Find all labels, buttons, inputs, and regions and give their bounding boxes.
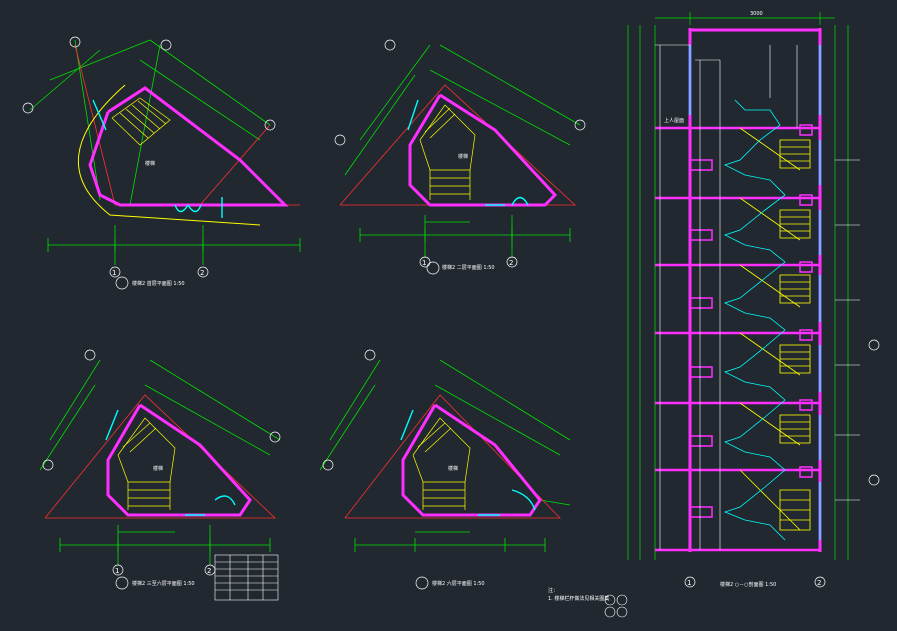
second-axis-1: 1 bbox=[422, 259, 426, 267]
plan-top: 楼梯 楼梯2 六层平面图 1:50 bbox=[319, 349, 571, 590]
third-axis-2: 2 bbox=[207, 567, 211, 575]
third-room-label: 楼梯 bbox=[153, 465, 163, 472]
plan-ground: 1 2 楼梯 楼梯2 首层平面图 1:50 bbox=[22, 36, 301, 290]
notes-line-1: 1. 楼梯栏杆做法见相关图集 bbox=[548, 595, 609, 602]
ground-room-label: 楼梯 bbox=[145, 160, 155, 167]
second-axis-2: 2 bbox=[509, 259, 513, 267]
section-axis-2: 2 bbox=[817, 579, 821, 587]
second-plan-title: 楼梯2 二层平面图 1:50 bbox=[442, 264, 495, 271]
notes-heading: 注： bbox=[548, 587, 558, 594]
plan-third: 1 2 楼梯 楼梯2 三至六层平面图 1:50 bbox=[39, 349, 281, 590]
section-title: 楼梯2 ○－○剖面图 1:50 bbox=[720, 581, 776, 588]
section-elevation: 3000 bbox=[627, 11, 880, 588]
ground-axis-2: 2 bbox=[200, 269, 204, 277]
section-axis-1: 1 bbox=[687, 579, 691, 587]
ground-plan-title: 楼梯2 首层平面图 1:50 bbox=[132, 280, 185, 287]
top-room-label: 楼梯 bbox=[448, 465, 458, 472]
second-room-label: 楼梯 bbox=[458, 153, 468, 160]
plan-second: 1 2 楼梯 楼梯2 二层平面图 1:50 bbox=[334, 39, 586, 275]
section-top-dimension: 3000 bbox=[750, 11, 763, 17]
section-roof-label: 上人屋面 bbox=[664, 117, 684, 124]
third-plan-title: 楼梯2 三至六层平面图 1:50 bbox=[132, 580, 195, 587]
door-window-table bbox=[214, 554, 279, 601]
top-plan-title: 楼梯2 六层平面图 1:50 bbox=[432, 580, 485, 587]
ground-axis-1: 1 bbox=[112, 269, 116, 277]
notes-block: 注： 1. 楼梯栏杆做法见相关图集 bbox=[548, 587, 628, 618]
third-axis-1: 1 bbox=[115, 567, 119, 575]
